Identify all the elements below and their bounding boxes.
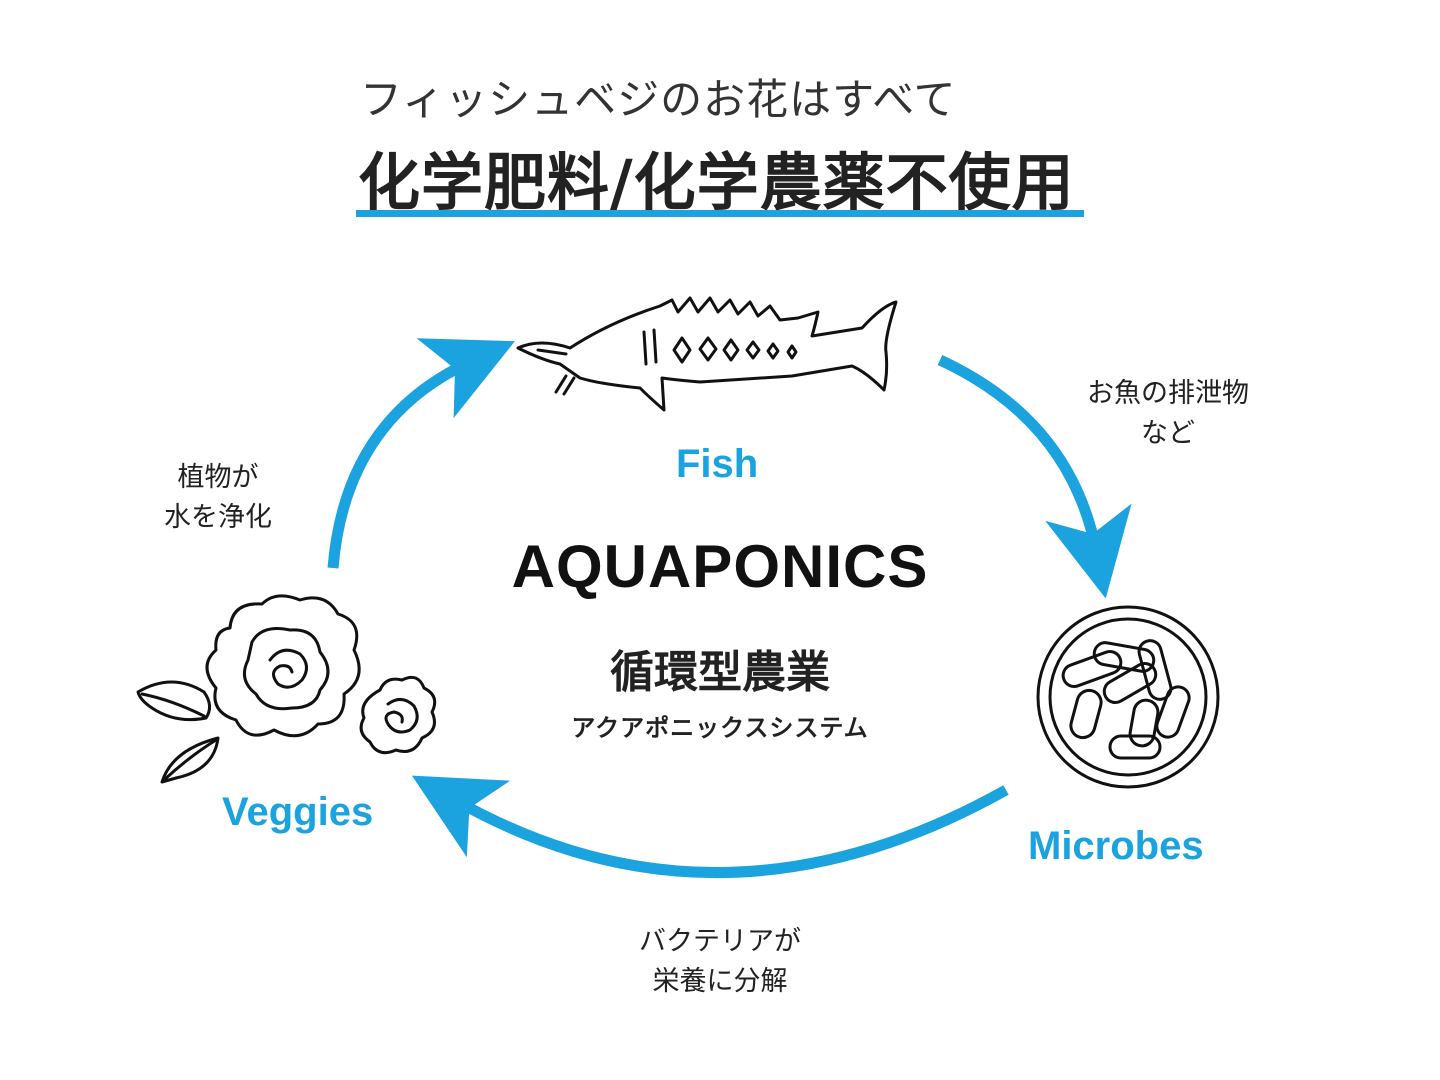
flower-leaves-icon <box>136 594 437 784</box>
note-line: バクテリアが <box>639 926 801 957</box>
note-line: お魚の排泄物 <box>1087 378 1249 409</box>
arrow-veggies-to-fish <box>327 338 515 569</box>
sturgeon-fish-icon <box>516 296 898 412</box>
note-line: 栄養に分解 <box>652 966 788 997</box>
center-subtitle-kana: アクアポニックスシステム <box>571 714 869 742</box>
node-label-fish: Fish <box>676 442 759 486</box>
headline-underline <box>356 210 1084 217</box>
note-line: 水を浄化 <box>164 502 272 533</box>
center-title: AQUAPONICS <box>511 533 929 600</box>
header-headline: 化学肥料/化学農薬不使用 <box>358 146 1075 219</box>
arrow-microbes-to-veggies <box>411 775 1009 879</box>
note-line: 植物が <box>177 462 259 493</box>
note-microbes-to-veggies: バクテリアが 栄養に分解 <box>610 922 830 1002</box>
note-fish-to-microbes: お魚の排泄物 など <box>1068 374 1268 454</box>
note-line: など <box>1141 418 1195 449</box>
arrow-fish-to-microbes <box>937 355 1132 599</box>
node-label-veggies: Veggies <box>222 790 374 834</box>
note-veggies-to-fish: 植物が 水を浄化 <box>138 458 298 538</box>
header-subtitle: フィッシュベジのお花はすべて <box>360 75 957 124</box>
node-label-microbes: Microbes <box>1028 824 1204 868</box>
center-subtitle-jp: 循環型農業 <box>610 647 830 698</box>
petri-dish-bacteria-icon <box>1036 605 1220 789</box>
